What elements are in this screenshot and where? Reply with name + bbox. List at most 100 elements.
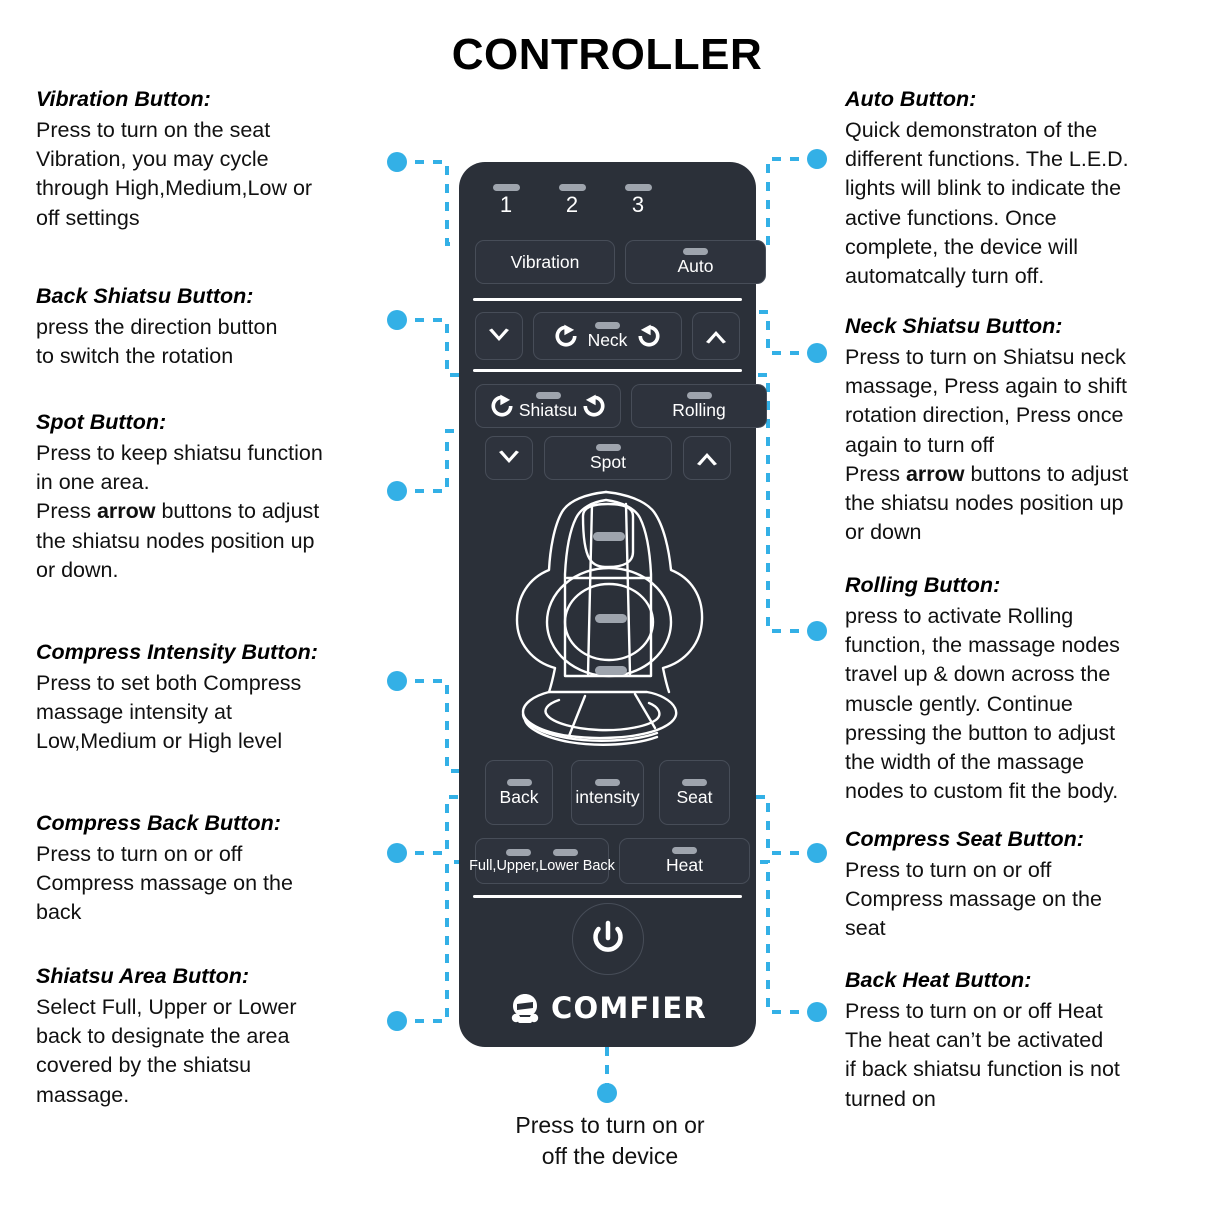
auto-button-label: Auto	[677, 256, 714, 277]
neck-button-label: Neck	[587, 330, 628, 351]
chevron-down-icon	[489, 328, 509, 341]
callout-body: press to activate Rolling function, the …	[845, 603, 1120, 804]
callout-title: Compress Intensity Button:	[36, 640, 318, 664]
spot-button-label: Spot	[590, 452, 626, 473]
led-bar-icon	[682, 778, 707, 786]
shiatsu-area-button-label: Full,Upper,Lower Back	[469, 857, 615, 874]
callout-body-part-2: buttons to adjust the shiatsu nodes posi…	[36, 499, 320, 582]
spot-down-button[interactable]	[485, 436, 533, 480]
callout-compress-seat-button: Compress Seat Button: Press to turn on o…	[845, 826, 1214, 944]
back-shiatsu-button[interactable]: Shiatsu	[475, 384, 621, 428]
callout-body-part-1: Press to turn on Shiatsu neck massage, P…	[845, 344, 1128, 486]
back-heat-button[interactable]: Heat	[619, 838, 750, 884]
callout-spot-button: Spot Button: Press to keep shiatsu funct…	[36, 409, 408, 585]
led-indicator-3: 3	[617, 184, 659, 216]
led-label: 1	[499, 192, 513, 217]
spot-button[interactable]: Spot	[544, 436, 672, 480]
callout-body: Press to turn on or off Compress massage…	[845, 857, 1102, 941]
led-bar-icon	[506, 778, 532, 786]
spot-up-button[interactable]	[683, 436, 731, 480]
callout-shiatsu-area-button: Shiatsu Area Button: Select Full, Upper …	[36, 963, 408, 1110]
callout-body: Quick demonstraton of the different func…	[845, 117, 1129, 289]
rotate-counterclockwise-icon	[491, 394, 513, 417]
callout-title: Spot Button:	[36, 410, 167, 434]
led-bar-icon	[595, 322, 620, 330]
power-icon	[593, 920, 623, 952]
callout-compress-back-button: Compress Back Button: Press to turn on o…	[36, 810, 408, 928]
callout-vibration-button: Vibration Button: Press to turn on the s…	[36, 86, 408, 233]
led-bar-icon	[683, 248, 708, 256]
chevron-up-icon	[697, 453, 717, 466]
brand-logo: COMFIER	[459, 991, 756, 1025]
callout-title: Neck Shiatsu Button:	[845, 314, 1063, 338]
shiatsu-area-button[interactable]: Full,Upper,Lower Back	[469, 838, 615, 884]
led-bar-icon	[686, 392, 712, 400]
callout-back-heat-button: Back Heat Button: Press to turn on or of…	[845, 967, 1214, 1114]
rolling-button[interactable]: Rolling	[631, 384, 767, 428]
compress-seat-button-label: Seat	[676, 786, 713, 807]
section-divider	[473, 298, 742, 301]
callout-title: Rolling Button:	[845, 573, 1001, 597]
led-bar-icon	[558, 184, 586, 191]
chevron-down-icon	[499, 450, 519, 463]
massage-seat-illustration	[459, 474, 756, 750]
compress-seat-button[interactable]: Seat	[659, 760, 730, 825]
led-bar-icon	[492, 184, 520, 191]
section-divider	[473, 895, 742, 898]
callout-body-part-2: buttons to adjust the shiatsu nodes posi…	[845, 461, 1129, 545]
led-bar-icon	[506, 848, 531, 856]
led-bar-icon	[595, 444, 621, 452]
led-indicator-row: 1 2 3	[485, 184, 659, 216]
led-bar-icon	[553, 848, 578, 856]
page-title: CONTROLLER	[451, 30, 763, 79]
led-bar-icon	[672, 847, 697, 855]
compress-intensity-button[interactable]: intensity	[571, 760, 644, 825]
led-indicator-1: 1	[485, 184, 527, 216]
led-bar-icon	[594, 778, 620, 786]
remote-control: 1 2 3 Vibration Auto	[459, 162, 767, 1047]
brand-name: COMFIER	[551, 991, 707, 1025]
callout-body: Press to turn on or off Compress massage…	[36, 841, 293, 925]
callout-body: Press to set both Compress massage inten…	[36, 670, 302, 754]
led-bar-icon	[535, 392, 561, 400]
callout-body: Press to turn on the seat Vibration, you…	[36, 117, 313, 230]
compress-intensity-button-label: intensity	[575, 786, 640, 807]
callout-auto-button: Auto Button: Quick demonstraton of the d…	[845, 86, 1214, 291]
chevron-up-icon	[706, 331, 726, 344]
callout-body: Press to turn on or off Heat The heat ca…	[845, 998, 1120, 1111]
power-button[interactable]	[572, 903, 644, 975]
compress-back-button[interactable]: Back	[485, 760, 553, 825]
section-divider	[473, 369, 742, 372]
callout-body: Select Full, Upper or Lower back to desi…	[36, 994, 297, 1107]
back-heat-button-label: Heat	[666, 855, 703, 876]
compress-back-button-label: Back	[499, 786, 539, 807]
callout-body: Press to keep shiatsu function in one ar…	[36, 439, 408, 585]
seat-cushion-drawing	[515, 490, 704, 746]
vibration-button-label: Vibration	[510, 251, 580, 272]
rolling-button-label: Rolling	[672, 400, 726, 421]
led-bar-icon	[624, 184, 652, 191]
auto-button[interactable]: Auto	[625, 240, 766, 284]
callout-title: Back Heat Button:	[845, 968, 1032, 992]
callout-body-emphasis: arrow	[96, 499, 156, 524]
callout-compress-intensity-button: Compress Intensity Button: Press to set …	[36, 639, 408, 757]
callout-title: Compress Seat Button:	[845, 827, 1084, 851]
led-label: 2	[565, 192, 579, 217]
neck-down-button[interactable]	[475, 312, 523, 360]
led-label: 3	[631, 192, 645, 217]
callout-title: Back Shiatsu Button:	[36, 284, 254, 308]
neck-up-button[interactable]	[692, 312, 740, 360]
callout-title: Vibration Button:	[36, 87, 211, 111]
callout-body: Press to turn on Shiatsu neck massage, P…	[845, 343, 1214, 548]
rotate-counterclockwise-icon	[555, 324, 577, 347]
callout-title: Auto Button:	[845, 87, 977, 111]
callout-title: Compress Back Button:	[36, 811, 281, 835]
led-indicator-2: 2	[551, 184, 593, 216]
rotate-clockwise-icon	[638, 324, 660, 347]
vibration-button[interactable]: Vibration	[475, 240, 615, 284]
neck-shiatsu-button[interactable]: Neck	[533, 312, 682, 360]
power-button-caption: Press to turn on or off the device	[515, 1112, 705, 1170]
callout-neck-shiatsu-button: Neck Shiatsu Button: Press to turn on Sh…	[845, 313, 1214, 548]
callout-back-shiatsu-button: Back Shiatsu Button: press the direction…	[36, 283, 408, 371]
